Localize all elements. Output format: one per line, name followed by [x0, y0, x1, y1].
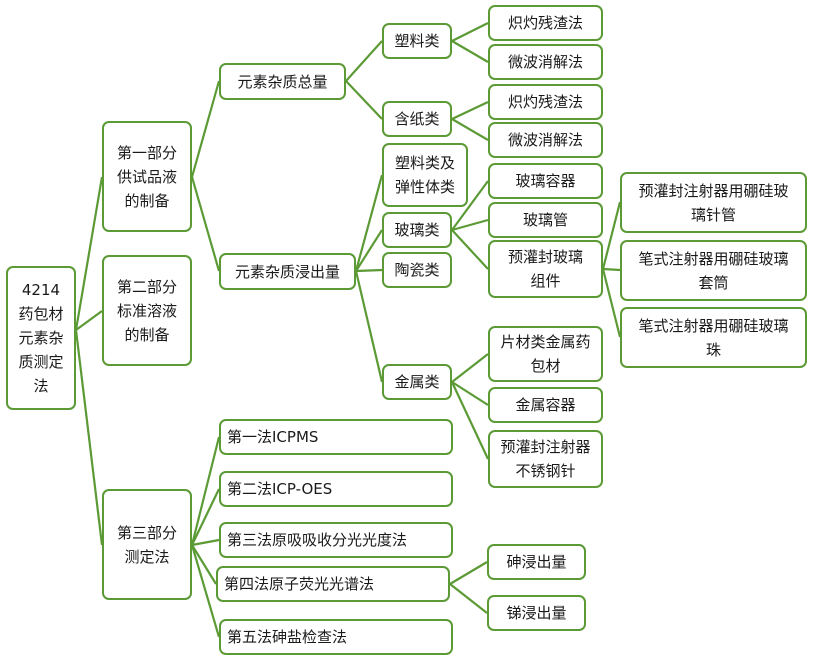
element-total-node: 元素杂质总量: [219, 63, 346, 100]
connector-line: [449, 561, 488, 585]
pen-cartridge-node: 笔式注射器用硼硅玻璃套筒: [620, 240, 807, 301]
part3-node: 第三部分测定法: [102, 489, 192, 600]
paper-microwave-node: 微波消解法: [488, 122, 603, 158]
connector-line: [451, 22, 489, 42]
glass-tube-node: 玻璃管: [488, 202, 603, 238]
connector-line: [355, 229, 383, 272]
connector-line: [602, 267, 621, 272]
connector-line: [601, 268, 622, 338]
connector-line: [451, 381, 489, 406]
pen-bead-node: 笔式注射器用硼硅玻璃珠: [620, 307, 807, 368]
connector-line: [451, 101, 489, 120]
connector-line: [345, 40, 383, 82]
connector-line: [191, 544, 217, 585]
plastic-node: 塑料类: [382, 23, 452, 59]
paper-ash-node: 炽灼残渣法: [488, 84, 603, 120]
part1-node: 第一部分供试品液的制备: [102, 121, 192, 232]
method1-node: 第一法ICPMS: [219, 419, 453, 455]
connector-line: [449, 583, 488, 614]
arsenic-leach-node: 砷浸出量: [487, 544, 586, 580]
method5-node: 第五法砷盐检查法: [219, 619, 453, 655]
method3-node: 第三法原吸吸收分光光度法: [219, 522, 453, 558]
connector-line: [190, 176, 221, 272]
ceramic-node: 陶瓷类: [382, 252, 452, 288]
connector-line: [191, 488, 220, 546]
element-leach-node: 元素杂质浸出量: [219, 253, 356, 290]
connector-line: [345, 80, 383, 120]
connector-line: [354, 174, 384, 272]
prefilled-needle-node: 预灌封注射器用硼硅玻璃针管: [620, 172, 807, 233]
part2-node: 第二部分标准溶液的制备: [102, 255, 192, 366]
connector-line: [451, 381, 489, 460]
glass-node: 玻璃类: [382, 212, 452, 248]
connector-line: [190, 436, 221, 546]
plastic-ash-node: 炽灼残渣法: [488, 5, 603, 41]
connector-line: [190, 544, 221, 638]
connector-line: [451, 229, 489, 270]
glass-container-node: 玻璃容器: [488, 163, 603, 199]
plastic-elastomer-node: 塑料类及弹性体类: [382, 143, 468, 207]
connector-line: [451, 40, 489, 63]
connector-line: [191, 538, 220, 547]
connector-line: [190, 80, 221, 178]
connector-line: [451, 118, 489, 141]
plastic-microwave-node: 微波消解法: [488, 44, 603, 80]
metal-container-node: 金属容器: [488, 387, 603, 423]
metal-sheet-node: 片材类金属药包材: [488, 326, 603, 382]
paper-node: 含纸类: [382, 101, 452, 137]
connector-line: [74, 176, 104, 331]
connector-line: [354, 270, 384, 383]
connector-line: [601, 201, 622, 270]
connector-line: [355, 268, 383, 273]
metal-node: 金属类: [382, 364, 452, 400]
connector-line: [75, 310, 103, 331]
connector-line: [451, 218, 489, 232]
connector-line: [451, 353, 489, 383]
method4-node: 第四法原子荧光光谱法: [216, 566, 450, 602]
method2-node: 第二法ICP-OES: [219, 471, 453, 507]
connector-line: [74, 329, 104, 546]
connector-line: [451, 180, 489, 231]
metal-needle-node: 预灌封注射器不锈钢针: [488, 430, 603, 488]
antimony-leach-node: 锑浸出量: [487, 595, 586, 631]
glass-prefilled-node: 预灌封玻璃组件: [488, 240, 603, 298]
